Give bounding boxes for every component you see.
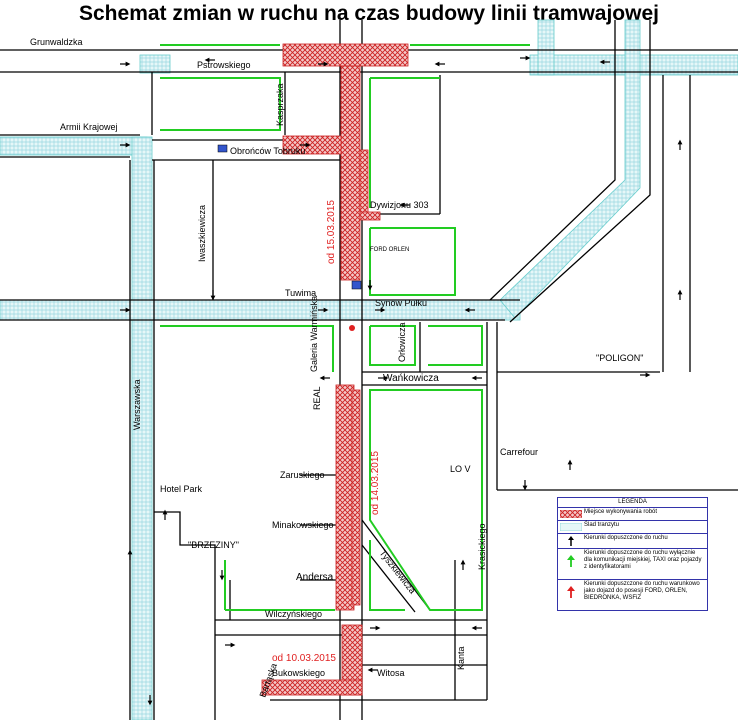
green-arrow-icon xyxy=(567,555,575,567)
legend-text-work: Miejsce wykonywania robót xyxy=(584,509,658,515)
label-galeria-warminska: Galeria Warmińska xyxy=(309,296,319,372)
label-poligon: "POLIGON" xyxy=(596,353,643,363)
legend-row-transit: Ślad tranzytu xyxy=(558,521,707,534)
label-bukowskiego: Bukowskiego xyxy=(272,668,325,678)
label-kanta: Kanta xyxy=(456,646,466,670)
label-minakowskiego: Minakowskiego xyxy=(272,520,334,530)
red-arrow-icon xyxy=(567,586,575,598)
label-armii-krajowej: Armii Krajowej xyxy=(60,122,118,132)
transit-swatch xyxy=(560,523,582,531)
legend-row-red: Kierunki dopuszczone do ruchu warunkowo … xyxy=(558,580,707,611)
label-orlowicza: Orłowicza xyxy=(397,322,407,362)
legend: LEGENDA Miejsce wykonywania robót Ślad t… xyxy=(557,497,708,611)
label-tuwima: Tuwima xyxy=(285,288,316,298)
legend-row-work: Miejsce wykonywania robót xyxy=(558,508,707,521)
bus-stop-icon xyxy=(217,144,228,153)
legend-title: LEGENDA xyxy=(558,498,707,508)
label-obroncow-tobruku: Obrońców Tobruku xyxy=(230,146,305,156)
label-witosa: Witosa xyxy=(377,668,405,678)
label-andersa: Andersa xyxy=(296,572,334,583)
legend-text-red: Kierunki dopuszczone do ruchu warunkowo … xyxy=(584,581,700,601)
red-marker xyxy=(349,325,355,331)
label-hotel-park: Hotel Park xyxy=(160,484,203,494)
date-label-1: od 15.03.2015 xyxy=(326,200,337,264)
label-pstrowskiego: Pstrowskiego xyxy=(197,60,251,70)
work-zone-swatch xyxy=(560,510,582,518)
direction-arrows xyxy=(120,55,683,706)
date-label-2: od 14.03.2015 xyxy=(370,451,381,515)
black-arrow-icon xyxy=(568,536,574,546)
label-brzeziny: "BRZEZINY" xyxy=(188,540,239,550)
label-kasprzaka: Kasprzaka xyxy=(275,83,285,126)
label-synow-pulku: Synów Pułku xyxy=(375,298,427,308)
label-carrefour: Carrefour xyxy=(500,447,538,457)
label-iwaszkiewicza: Iwaszkiewicza xyxy=(197,205,207,262)
legend-text-green: Kierunki dopuszczone do ruchu wyłącznie … xyxy=(584,550,702,570)
map-title: Schemat zmian w ruchu na czas budowy lin… xyxy=(79,2,659,25)
legend-text-black: Kierunki dopuszczone do ruchu xyxy=(584,535,668,541)
label-warszawska: Warszawska xyxy=(132,379,142,430)
label-krasickiego: Krasickiego xyxy=(477,523,487,570)
work-zones xyxy=(261,43,409,696)
label-lov: LO V xyxy=(450,464,471,474)
label-wankowicza: Wańkowicza xyxy=(383,373,439,384)
legend-text-transit: Ślad tranzytu xyxy=(584,522,620,528)
label-zaruskiego: Zaruskiego xyxy=(280,470,325,480)
label-grunwaldzka: Grunwaldzka xyxy=(30,37,83,47)
label-wilczynskiego: Wilczyńskiego xyxy=(265,609,322,619)
date-label-3: od 10.03.2015 xyxy=(272,653,336,664)
label-dywizjonu: Dywizjonu 303 xyxy=(370,200,429,210)
legend-row-black: Kierunki dopuszczone do ruchu xyxy=(558,534,707,549)
legend-row-green: Kierunki dopuszczone do ruchu wyłącznie … xyxy=(558,549,707,580)
green-lanes xyxy=(160,44,530,611)
label-real: REAL xyxy=(312,386,322,410)
bus-stop-icon xyxy=(351,280,362,290)
label-ford-orlen: FORD ORLEN xyxy=(370,247,409,253)
